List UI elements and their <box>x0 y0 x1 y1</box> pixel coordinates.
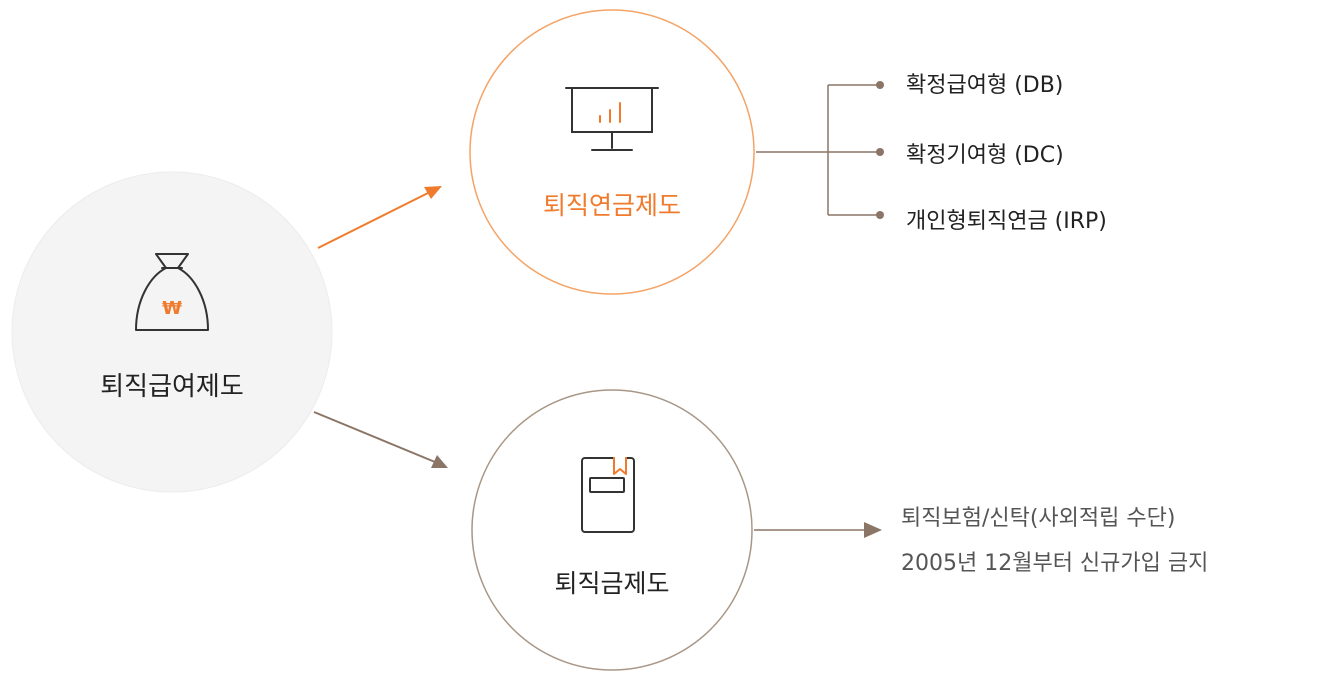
presentation-chart-icon <box>565 87 659 151</box>
pension-type-irp: 개인형퇴직연금 (IRP) <box>906 209 1107 234</box>
root-label: 퇴직급여제도 <box>100 372 244 402</box>
arrow-to-note <box>754 522 882 538</box>
arrow-to-pension <box>317 186 442 249</box>
bullet-dot <box>876 81 884 89</box>
severance-label: 퇴직금제도 <box>554 569 670 598</box>
pension-type-dc: 확정기여형 (DC) <box>906 143 1064 168</box>
chart-bars-icon <box>599 102 621 123</box>
pension-types-bracket <box>756 84 878 216</box>
bookmarked-book-icon <box>581 457 635 533</box>
arrow-to-severance <box>313 411 448 468</box>
bullet-dot <box>876 211 884 219</box>
money-bag-icon <box>135 253 209 331</box>
pension-type-db: 확정급여형 (DB) <box>906 73 1064 98</box>
won-symbol: ₩ <box>162 298 182 319</box>
pension-label: 퇴직연금제도 <box>542 191 682 220</box>
severance-note-line: 퇴직보험/신탁(사외적립 수단) <box>901 506 1176 531</box>
severance-note-line: 2005년 12월부터 신규가입 금지 <box>901 551 1209 576</box>
pension-node <box>469 9 755 295</box>
root-node <box>11 171 333 493</box>
bullet-dot <box>876 148 884 156</box>
